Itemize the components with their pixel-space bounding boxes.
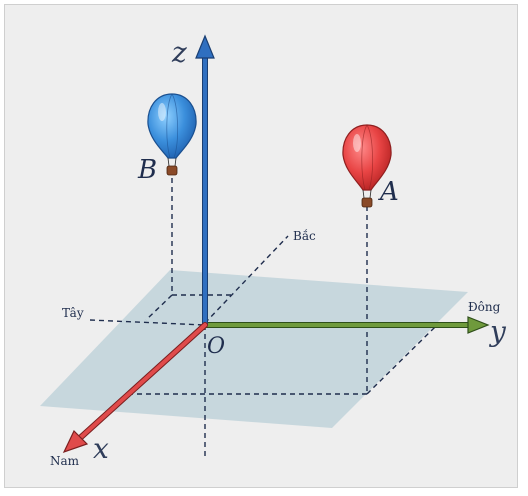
north-direction-line xyxy=(204,235,289,324)
z-axis-label: z xyxy=(171,36,187,69)
north-label: Bắc xyxy=(293,228,316,243)
y-axis-label: y xyxy=(488,315,507,348)
x-axis-label: x xyxy=(93,432,109,465)
point-b-x-projection xyxy=(145,294,173,321)
ground-plane xyxy=(40,270,468,428)
x-axis xyxy=(62,322,208,454)
balloon-a-icon xyxy=(342,124,392,208)
east-label: Đông xyxy=(468,300,501,314)
west-direction-line xyxy=(89,319,206,326)
y-axis xyxy=(202,316,490,334)
origin-label: O xyxy=(207,334,225,359)
balloon-b-icon xyxy=(147,93,197,176)
point-b-label: B xyxy=(137,155,157,185)
south-label: Nam xyxy=(50,454,80,468)
point-a-y-projection xyxy=(366,325,437,395)
point-a-label: A xyxy=(378,177,399,207)
z-axis xyxy=(195,34,215,325)
west-label: Tây xyxy=(62,306,84,320)
